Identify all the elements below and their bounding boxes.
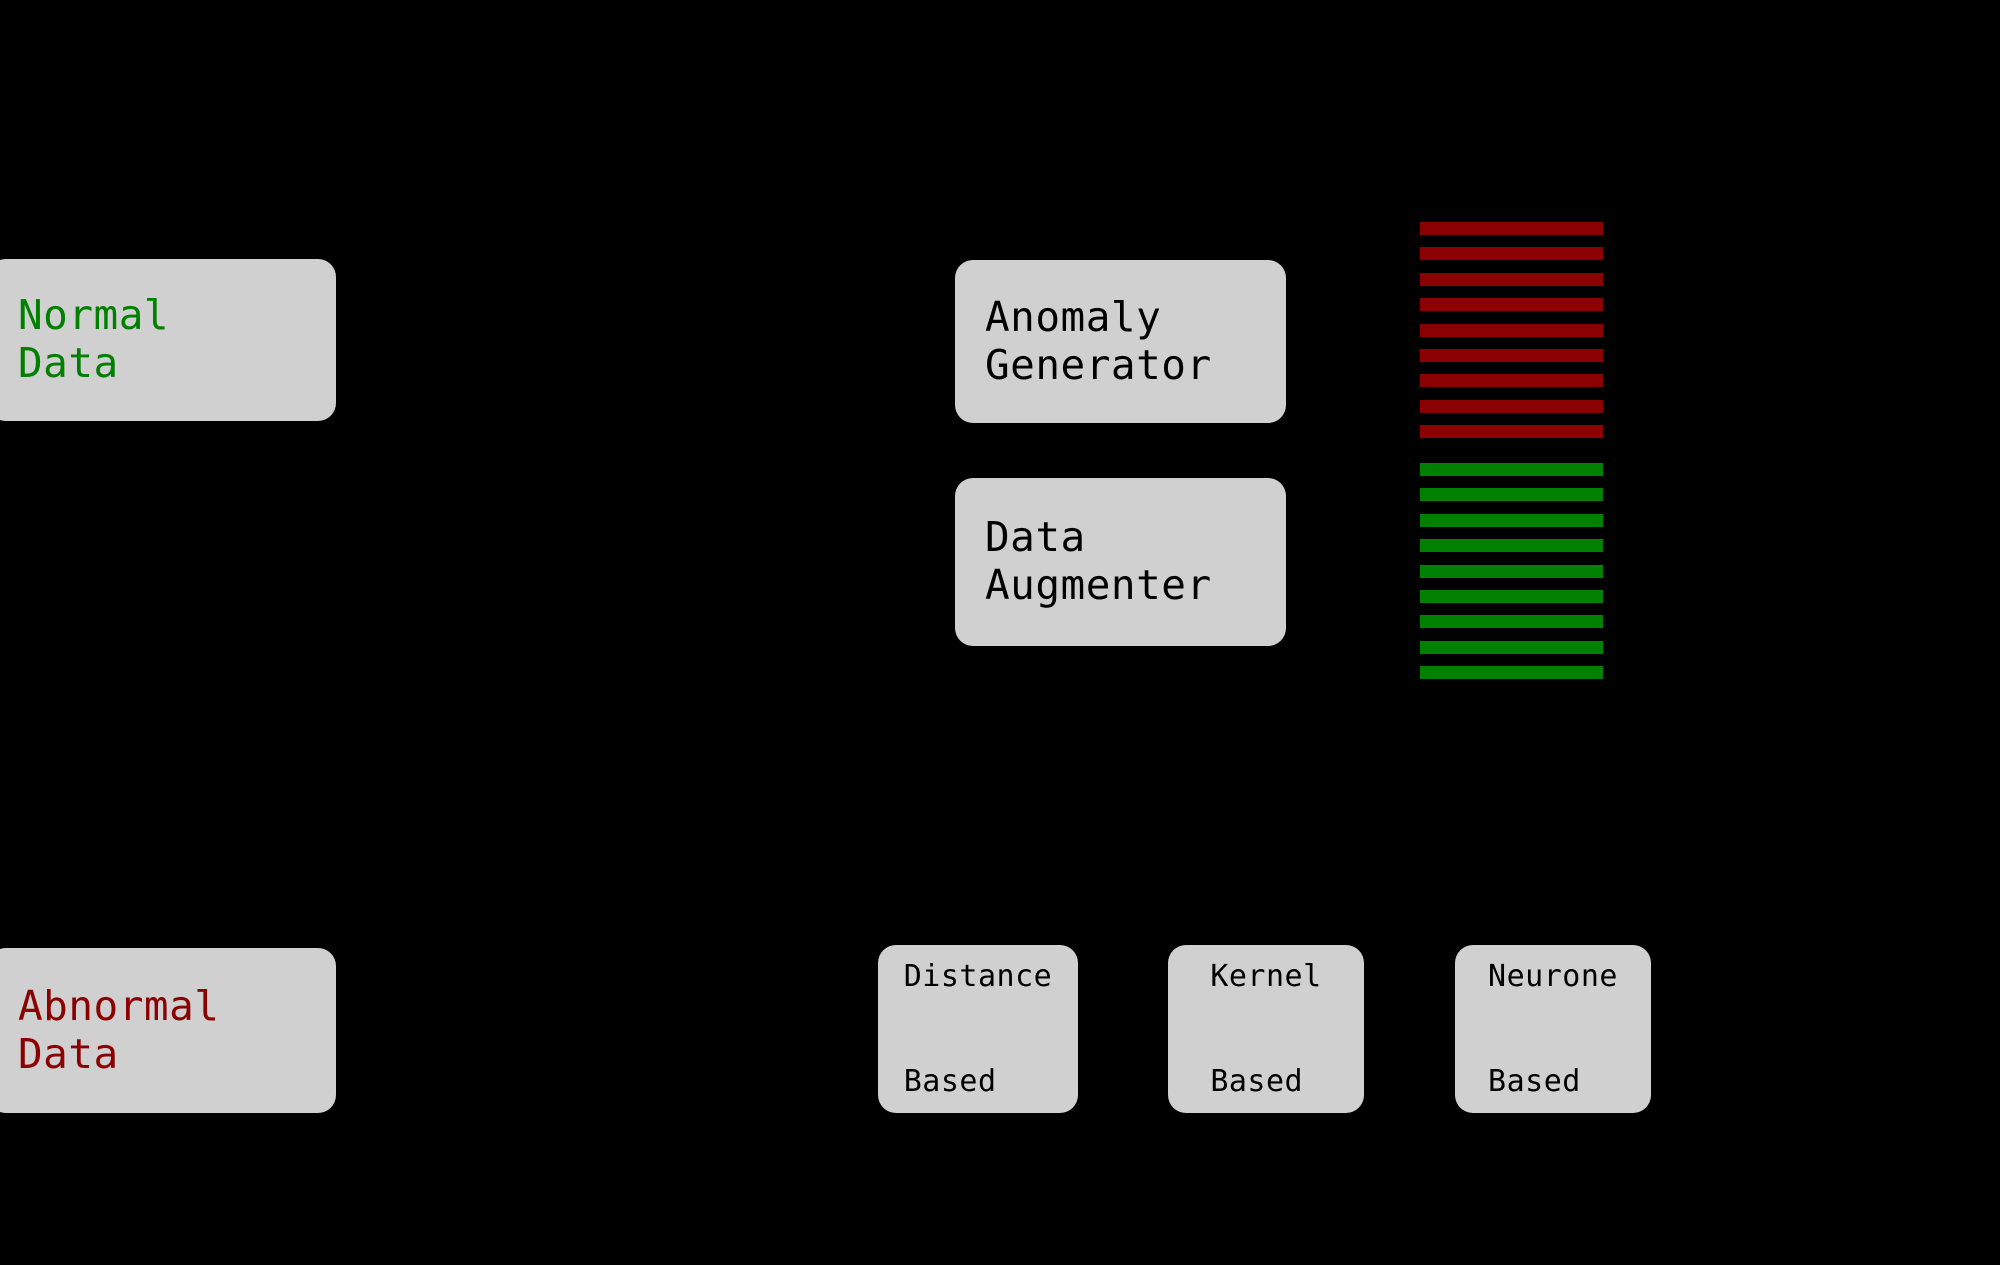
stripe-normal bbox=[1420, 513, 1603, 527]
stripe-normal bbox=[1420, 463, 1603, 476]
stripe-normal bbox=[1420, 640, 1603, 654]
stripe-normal bbox=[1420, 488, 1603, 502]
stripe-abnormal bbox=[1420, 349, 1603, 362]
stripe-abnormal bbox=[1420, 323, 1603, 337]
node-distance-based-line2: Based bbox=[903, 1064, 997, 1100]
node-abnormal-data[interactable]: Abnormal Data bbox=[0, 948, 336, 1113]
stripe-abnormal bbox=[1420, 272, 1603, 286]
stripe-abnormal bbox=[1420, 247, 1603, 261]
node-anomaly-generator-line1: Anomaly bbox=[985, 292, 1162, 341]
node-neurone-based-line2: Based bbox=[1488, 1064, 1581, 1100]
node-kernel-based-line1: Kernel bbox=[1210, 958, 1322, 994]
node-anomaly-generator-line2: Generator bbox=[985, 340, 1212, 389]
stripe-abnormal bbox=[1420, 399, 1603, 413]
node-data-augmenter-line1: Data bbox=[985, 513, 1086, 562]
node-abnormal-data-line1: Abnormal bbox=[18, 981, 220, 1030]
node-data-augmenter[interactable]: Data Augmenter bbox=[955, 478, 1286, 646]
stripe-abnormal bbox=[1420, 374, 1603, 388]
stripe-abnormal bbox=[1420, 425, 1603, 439]
node-distance-based[interactable]: Distance Based bbox=[878, 945, 1078, 1113]
node-abnormal-data-line2: Data bbox=[18, 1029, 119, 1078]
node-kernel-based-line2: Based bbox=[1210, 1064, 1304, 1100]
stripe-abnormal bbox=[1420, 222, 1603, 235]
stripe-abnormal bbox=[1420, 298, 1603, 312]
node-normal-data-line1: Normal bbox=[18, 291, 170, 340]
stripe-normal bbox=[1420, 539, 1603, 553]
node-anomaly-generator[interactable]: Anomaly Generator bbox=[955, 260, 1286, 423]
node-normal-data[interactable]: Normal Data bbox=[0, 259, 336, 421]
node-kernel-based[interactable]: Kernel Based bbox=[1168, 945, 1364, 1113]
stripe-normal bbox=[1420, 564, 1603, 578]
node-distance-based-line1: Distance bbox=[903, 958, 1053, 994]
node-data-augmenter-line2: Augmenter bbox=[985, 561, 1212, 609]
node-neurone-based-line1: Neurone bbox=[1488, 958, 1618, 994]
node-normal-data-line2: Data bbox=[18, 339, 119, 387]
node-neurone-based[interactable]: Neurone Based bbox=[1455, 945, 1651, 1113]
stripe-normal bbox=[1420, 666, 1603, 680]
generated-dataset-stripes bbox=[1420, 222, 1603, 690]
stripe-normal bbox=[1420, 590, 1603, 603]
stripe-normal bbox=[1420, 615, 1603, 629]
